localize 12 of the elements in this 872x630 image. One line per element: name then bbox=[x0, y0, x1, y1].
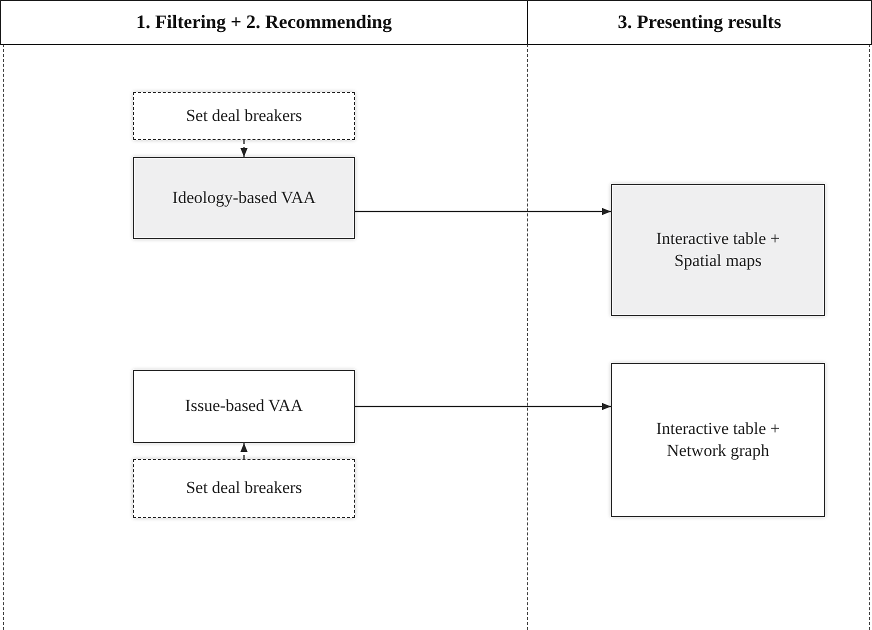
process-box: Ideology-based VAA bbox=[133, 157, 355, 239]
arrow bbox=[240, 443, 248, 459]
option-box: Set deal breakers bbox=[133, 459, 355, 518]
arrow bbox=[355, 208, 611, 216]
arrow bbox=[355, 402, 611, 410]
process-box: Issue-based VAA bbox=[133, 370, 355, 443]
process-box: Interactive table + Network graph bbox=[611, 363, 825, 517]
column-header: 1. Filtering + 2. Recommending bbox=[0, 0, 528, 45]
option-box: Set deal breakers bbox=[133, 92, 355, 140]
arrow bbox=[240, 140, 248, 157]
process-box: Interactive table + Spatial maps bbox=[611, 184, 825, 316]
column-header: 3. Presenting results bbox=[527, 0, 872, 45]
